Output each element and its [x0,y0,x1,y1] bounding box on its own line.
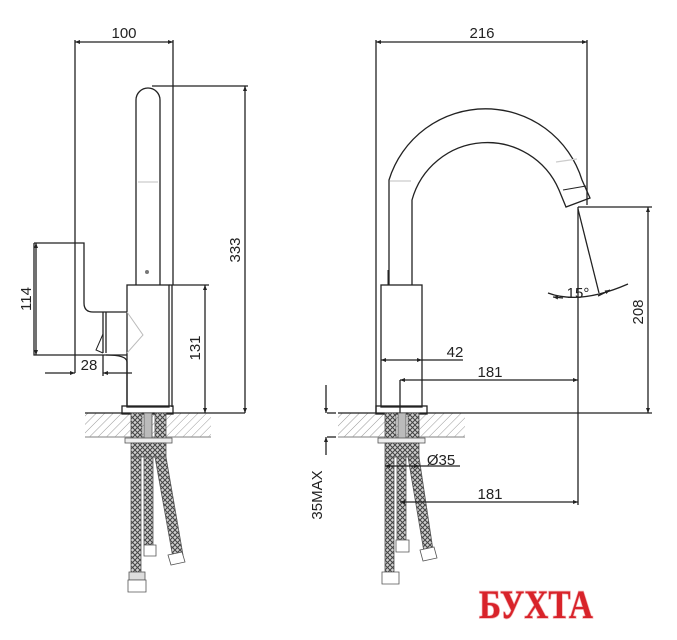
dim-hole-35: Ø35 [427,452,455,469]
buhta-logo: БУХТА [478,581,594,626]
dim-offset-28: 28 [81,357,98,374]
body-side [126,284,170,408]
dim-width-100: 100 [111,25,136,42]
side-view [33,40,248,593]
swivel-arc [547,283,629,298]
dim-handle-114: 114 [18,287,35,311]
dim-countertop-35max: 35MAX [309,470,326,519]
dim-projection-181-upper: 181 [477,364,502,381]
supply-hoses-front [377,412,438,585]
dim-height-208: 208 [630,299,647,324]
dim-projection-181-lower: 181 [477,486,502,503]
front-view [324,40,652,585]
body-front [380,284,423,408]
dim-angle-15: 15° [567,285,590,302]
dim-height-333: 333 [227,237,244,262]
handle-lever [34,242,127,313]
dim-reach-216: 216 [469,25,494,42]
dim-base-42: 42 [447,344,464,361]
logo-text: БУХТА [479,582,593,626]
spout-tube-side [135,87,161,285]
gooseneck-spout [388,108,591,285]
supply-hoses-side [124,412,186,593]
dim-height-131: 131 [187,335,204,360]
